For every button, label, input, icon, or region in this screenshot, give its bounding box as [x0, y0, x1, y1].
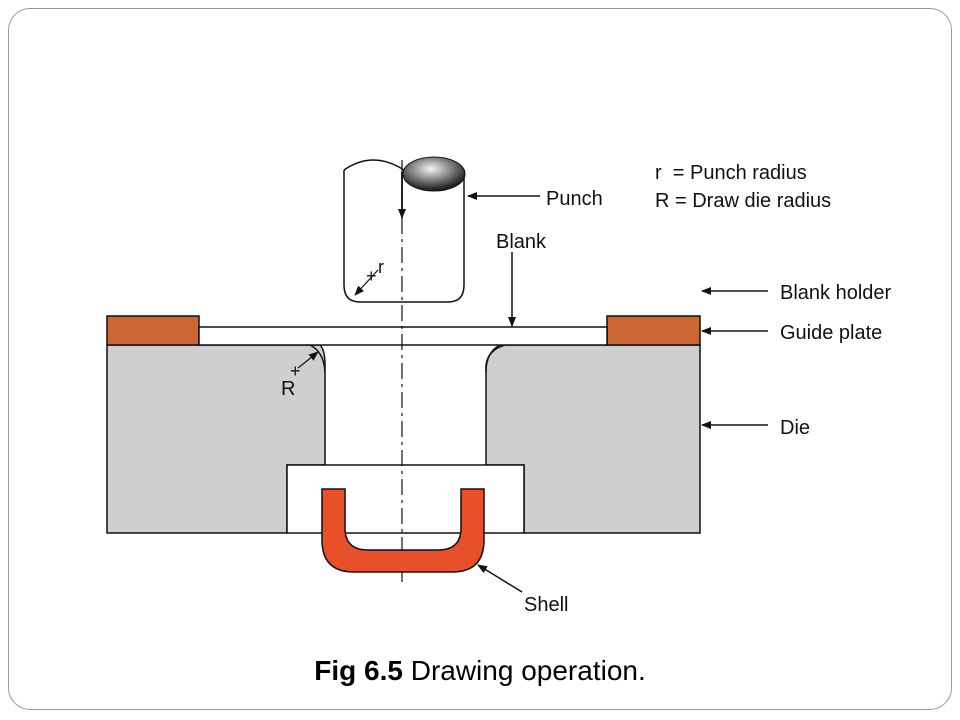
punch-top-edge: [343, 159, 405, 171]
punch-radius-plus: +: [366, 266, 377, 286]
die-radius-left: [309, 344, 326, 373]
punch-label: Punch: [546, 188, 603, 210]
guide-plate-label: Guide plate: [780, 322, 882, 344]
guide-plate-right: [606, 315, 701, 346]
punch-radius-label: r: [378, 257, 384, 277]
punch-radius-indicator: [354, 269, 379, 296]
figure-number: Fig 6.5: [314, 655, 403, 686]
die-label: Die: [780, 417, 810, 439]
figure-caption: Fig 6.5 Drawing operation.: [0, 655, 960, 687]
die-radius-indicator: [297, 351, 319, 369]
legend-die-radius: R = Draw die radius: [655, 190, 831, 212]
figure-title: Drawing operation.: [410, 655, 646, 686]
blank-label: Blank: [496, 231, 547, 253]
legend-punch-radius: r = Punch radius: [655, 162, 807, 184]
die-radius-plus: +: [290, 361, 301, 381]
die-radius-label: R: [281, 378, 295, 400]
punch: [343, 170, 465, 303]
guide-plate-left: [106, 315, 200, 346]
blank: [198, 326, 608, 346]
die-radius-right: [485, 344, 501, 373]
shell: [321, 488, 485, 573]
shell-leader: [477, 564, 523, 593]
blank-holder-label: Blank holder: [780, 282, 892, 304]
shell-label: Shell: [524, 594, 568, 616]
punch-end-shading: [402, 156, 466, 192]
